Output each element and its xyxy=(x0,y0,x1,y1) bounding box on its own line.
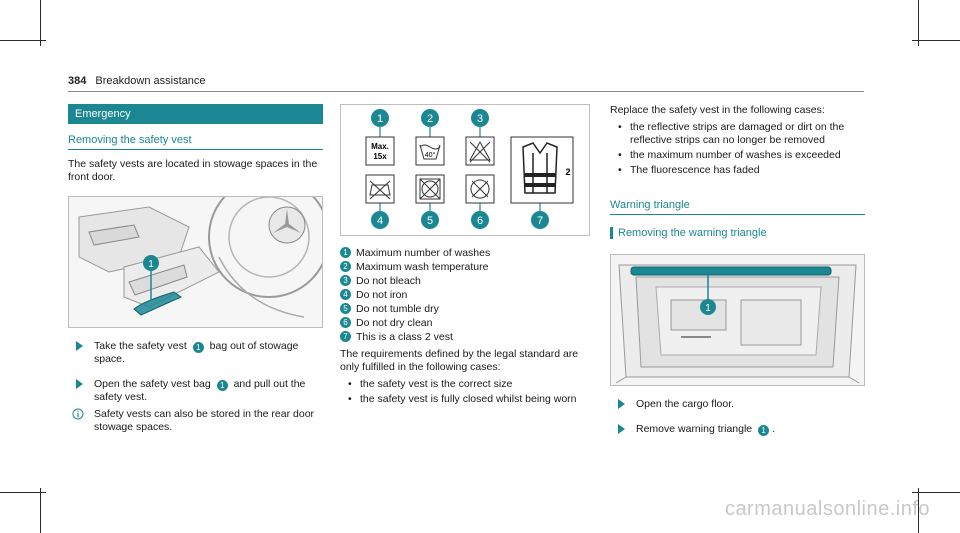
list-item: •the reflective strips are damaged or di… xyxy=(618,121,845,146)
cargo-floor-figure: 1 xyxy=(610,254,865,386)
step-text: Take the safety vest xyxy=(94,340,187,352)
class-2-vest-symbol: 2 xyxy=(510,136,574,204)
step-text: Remove warning triangle xyxy=(636,423,753,435)
callout-4: 4 xyxy=(371,211,389,229)
no-tumble-dry-symbol xyxy=(415,174,445,204)
step-arrow-icon xyxy=(618,424,625,434)
step-text: Open the cargo floor. xyxy=(636,398,735,410)
middle-column: 1 2 3 Max. 15x 40° xyxy=(340,104,590,406)
page-header: 384 Breakdown assistance xyxy=(68,75,205,87)
callout-1: 1 xyxy=(371,109,389,127)
cargo-figure-callout: 1 xyxy=(705,303,711,314)
callout-6: 6 xyxy=(471,211,489,229)
svg-text:1: 1 xyxy=(377,113,383,125)
subheading-removing-vest: Removing the safety vest xyxy=(68,134,323,150)
step-open-bag: Open the safety vest bag 1 and pull out … xyxy=(68,378,323,404)
crop-mark xyxy=(40,0,41,46)
svg-text:40°: 40° xyxy=(425,151,436,159)
section-banner: Emergency xyxy=(68,104,323,124)
header-rule xyxy=(68,91,864,92)
right-column: Replace the safety vest in the following… xyxy=(610,104,865,436)
callout-badge: 1 xyxy=(758,425,770,436)
care-symbols-figure: 1 2 3 Max. 15x 40° xyxy=(340,104,590,236)
step-text: . xyxy=(772,423,775,435)
svg-text:15x: 15x xyxy=(373,152,387,161)
no-dry-clean-symbol xyxy=(465,174,495,204)
svg-text:4: 4 xyxy=(377,215,383,227)
svg-text:2: 2 xyxy=(427,113,433,125)
svg-text:2: 2 xyxy=(565,167,570,177)
step-arrow-icon xyxy=(76,379,83,389)
step-arrow-icon xyxy=(76,341,83,351)
list-item: •The fluorescence has faded xyxy=(618,164,760,176)
replace-list: •the reflective strips are damaged or di… xyxy=(610,121,865,177)
left-column: Emergency Removing the safety vest The s… xyxy=(68,104,323,434)
step-text: bag out of stowage space. xyxy=(94,340,299,365)
max-washes-symbol: Max. 15x xyxy=(365,136,395,166)
callout-5: 5 xyxy=(421,211,439,229)
door-stowage-figure: 1 xyxy=(68,196,323,328)
list-item: •the safety vest is fully closed whilst … xyxy=(348,393,577,405)
step-arrow-icon xyxy=(618,399,625,409)
door-figure-callout: 1 xyxy=(148,259,154,270)
requirements-text: The requirements defined by the legal st… xyxy=(340,348,579,373)
step-open-cargo-floor: Open the cargo floor. xyxy=(610,398,865,411)
callout-2: 2 xyxy=(421,109,439,127)
svg-text:7: 7 xyxy=(537,215,543,227)
wash-temperature-symbol: 40° xyxy=(415,136,445,166)
crop-mark xyxy=(912,492,960,493)
no-bleach-symbol xyxy=(465,136,495,166)
intro-text: The safety vests are located in stowage … xyxy=(68,158,318,183)
crop-mark xyxy=(918,488,919,533)
subheading-warning-triangle: Warning triangle xyxy=(610,199,865,215)
no-iron-symbol xyxy=(365,174,395,204)
crop-mark xyxy=(0,492,46,493)
crop-mark xyxy=(0,40,46,41)
replace-intro: Replace the safety vest in the following… xyxy=(610,104,825,116)
info-note: Safety vests can also be stored in the r… xyxy=(68,408,323,434)
svg-text:5: 5 xyxy=(427,215,433,227)
crop-mark xyxy=(40,488,41,533)
svg-text:3: 3 xyxy=(477,113,483,125)
crop-mark xyxy=(918,0,919,46)
callout-7: 7 xyxy=(531,211,549,229)
info-icon xyxy=(72,408,84,420)
callout-badge: 1 xyxy=(216,380,228,391)
cargo-illustration: 1 xyxy=(611,255,864,385)
page-section-title: Breakdown assistance xyxy=(95,75,206,87)
requirements-list: •the safety vest is the correct size •th… xyxy=(340,378,590,406)
crop-mark xyxy=(912,40,960,41)
list-item: •the safety vest is the correct size xyxy=(348,378,513,390)
door-illustration: 1 xyxy=(69,197,322,327)
care-symbols-illustration: 1 2 3 Max. 15x 40° xyxy=(341,105,589,235)
note-text: Safety vests can also be stored in the r… xyxy=(94,408,315,433)
step-remove-triangle: Remove warning triangle 1. xyxy=(610,423,865,436)
step-text: Open the safety vest bag xyxy=(94,378,211,390)
svg-text:Max.: Max. xyxy=(371,142,389,151)
step-take-vest: Take the safety vest 1 bag out of stowag… xyxy=(68,340,323,366)
svg-text:6: 6 xyxy=(477,215,483,227)
callout-3: 3 xyxy=(471,109,489,127)
callout-badge: 1 xyxy=(192,342,204,353)
subheading-removing-triangle: Removing the warning triangle xyxy=(610,227,865,242)
list-item: •the maximum number of washes is exceede… xyxy=(618,149,841,161)
page-number: 384 xyxy=(68,75,87,87)
watermark: carmanualsonline.info xyxy=(724,498,930,520)
step-text: and pull out the safety vest. xyxy=(94,378,306,403)
